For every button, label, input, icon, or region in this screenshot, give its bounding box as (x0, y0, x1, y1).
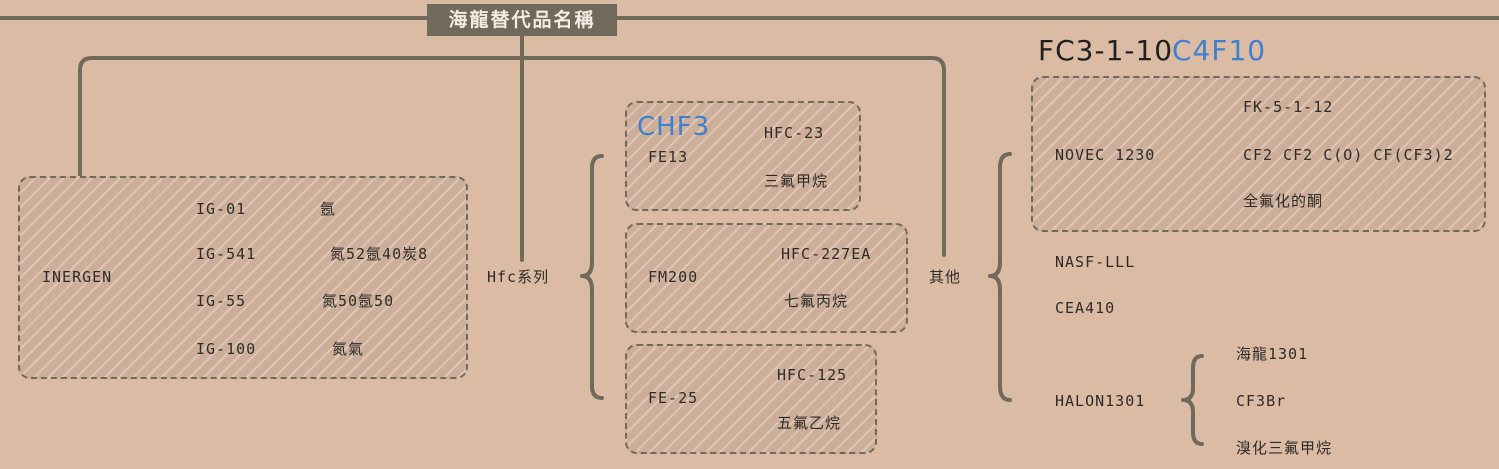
fc3-1-10-annotation: FC3-1-10 (1038, 34, 1174, 67)
c4f10-annotation: C4F10 (1172, 34, 1267, 67)
inergen-label: INERGEN (42, 268, 113, 286)
inergen-box (18, 176, 468, 379)
fe13-item-2: 三氟甲烷 (764, 172, 829, 190)
ig55-desc: 氮50氬50 (322, 292, 395, 310)
fm200-label: FM200 (648, 268, 699, 286)
halon-label: HALON1301 (1055, 392, 1146, 410)
novec-item-2: CF2 CF2 C(O) CF(CF3)2 (1243, 146, 1454, 164)
ig55-code: IG-55 (196, 292, 247, 310)
fe25-box (625, 344, 877, 454)
ig541-desc: 氮52氬40炭8 (330, 245, 429, 263)
novec-box (1031, 76, 1486, 232)
nasf-label: NASF-LLL (1055, 253, 1136, 271)
fm200-item-1: HFC-227EA (781, 245, 872, 263)
cea-label: CEA410 (1055, 299, 1116, 317)
ig01-code: IG-01 (196, 200, 247, 218)
other-label: 其他 (929, 268, 962, 286)
novec-item-1: FK-5-1-12 (1243, 98, 1334, 116)
ig01-desc: 氬 (320, 200, 337, 218)
chf3-annotation: CHF3 (637, 112, 711, 142)
fe13-box (625, 101, 861, 211)
fm200-item-2: 七氟丙烷 (784, 292, 849, 310)
fm200-box (625, 223, 908, 333)
ig100-desc: 氮氣 (332, 340, 365, 358)
fe13-label: FE13 (648, 148, 689, 166)
novec-item-3: 全氟化的酮 (1243, 192, 1324, 210)
halon-item-3: 溴化三氟甲烷 (1236, 439, 1333, 457)
halon-item-1: 海龍1301 (1236, 345, 1309, 363)
novec-label: NOVEC 1230 (1055, 146, 1156, 164)
fe25-item-1: HFC-125 (777, 366, 848, 384)
fe25-label: FE-25 (648, 389, 699, 407)
diagram-title: 海龍替代品名稱 (427, 4, 617, 36)
ig541-code: IG-541 (196, 245, 257, 263)
ig100-code: IG-100 (196, 340, 257, 358)
halon-item-2: CF3Br (1236, 392, 1287, 410)
fe13-item-1: HFC-23 (764, 124, 825, 142)
fe25-item-2: 五氟乙烷 (777, 414, 842, 432)
hfc-series-label: Hfc系列 (487, 268, 550, 286)
